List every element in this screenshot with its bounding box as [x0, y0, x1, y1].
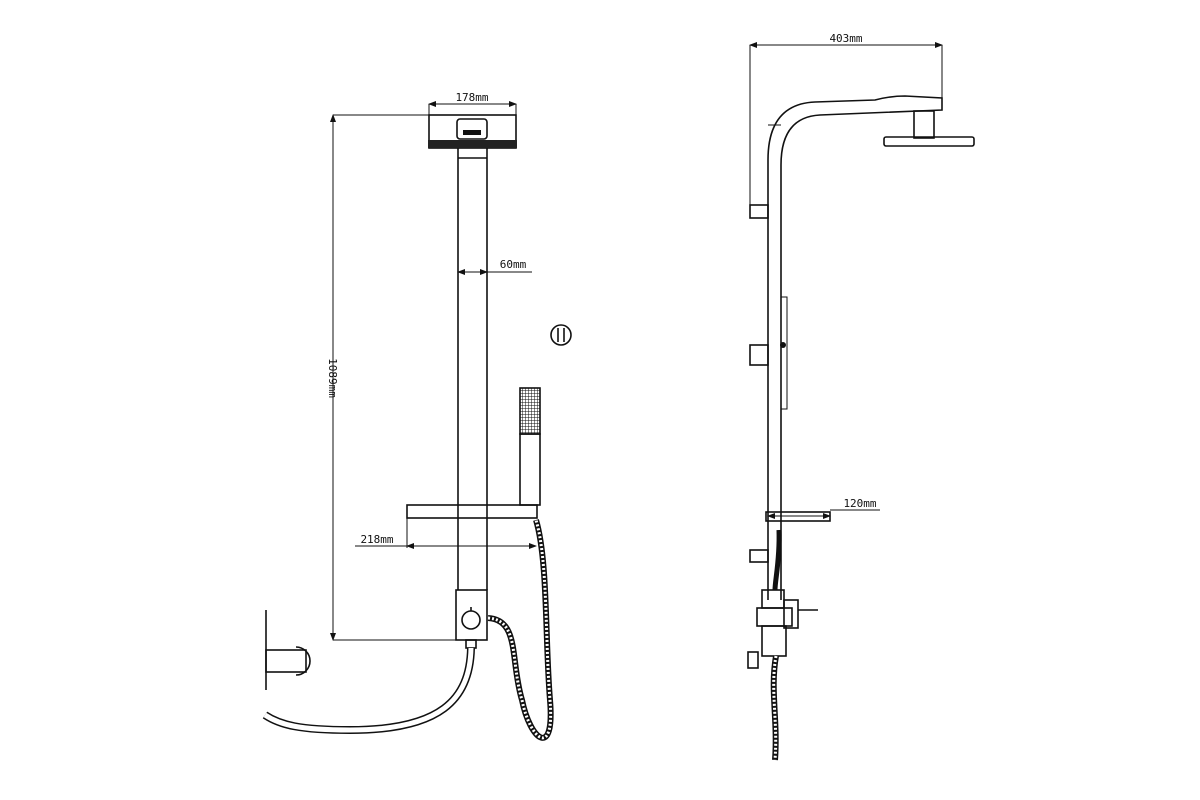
dim-pole-width: 60mm: [457, 258, 532, 275]
front-view: 178mm 60mm 1089mm 218mm: [262, 91, 572, 741]
shelf: [406, 504, 538, 548]
dim-label-total-height: 1089mm: [326, 358, 339, 398]
wall-outlet-elbow: [265, 610, 311, 690]
dim-shelf-length: 218mm: [355, 533, 537, 549]
dim-arm-reach: 403mm: [749, 32, 943, 206]
side-valve: [747, 529, 818, 761]
riser-pole: [457, 148, 488, 590]
dim-label-arm-reach: 403mm: [829, 32, 862, 45]
riser-with-arm: [767, 95, 975, 600]
thermostatic-valve: [455, 589, 488, 649]
dim-label-head-width: 178mm: [455, 91, 488, 104]
dim-head-width: 178mm: [428, 91, 517, 140]
dim-total-height: 1089mm: [326, 114, 465, 641]
hoses: [262, 519, 554, 741]
hand-shower: [519, 387, 541, 506]
symbol-mark: [550, 324, 572, 346]
dim-label-shelf-depth: 120mm: [843, 497, 876, 510]
wall-brackets: [749, 204, 788, 563]
dim-shelf-depth: 120mm: [767, 497, 880, 519]
dim-label-pole-width: 60mm: [500, 258, 527, 271]
dim-label-shelf-length: 218mm: [360, 533, 393, 546]
rain-shower-head: [428, 114, 517, 149]
side-view: 403mm 120mm: [747, 32, 975, 761]
